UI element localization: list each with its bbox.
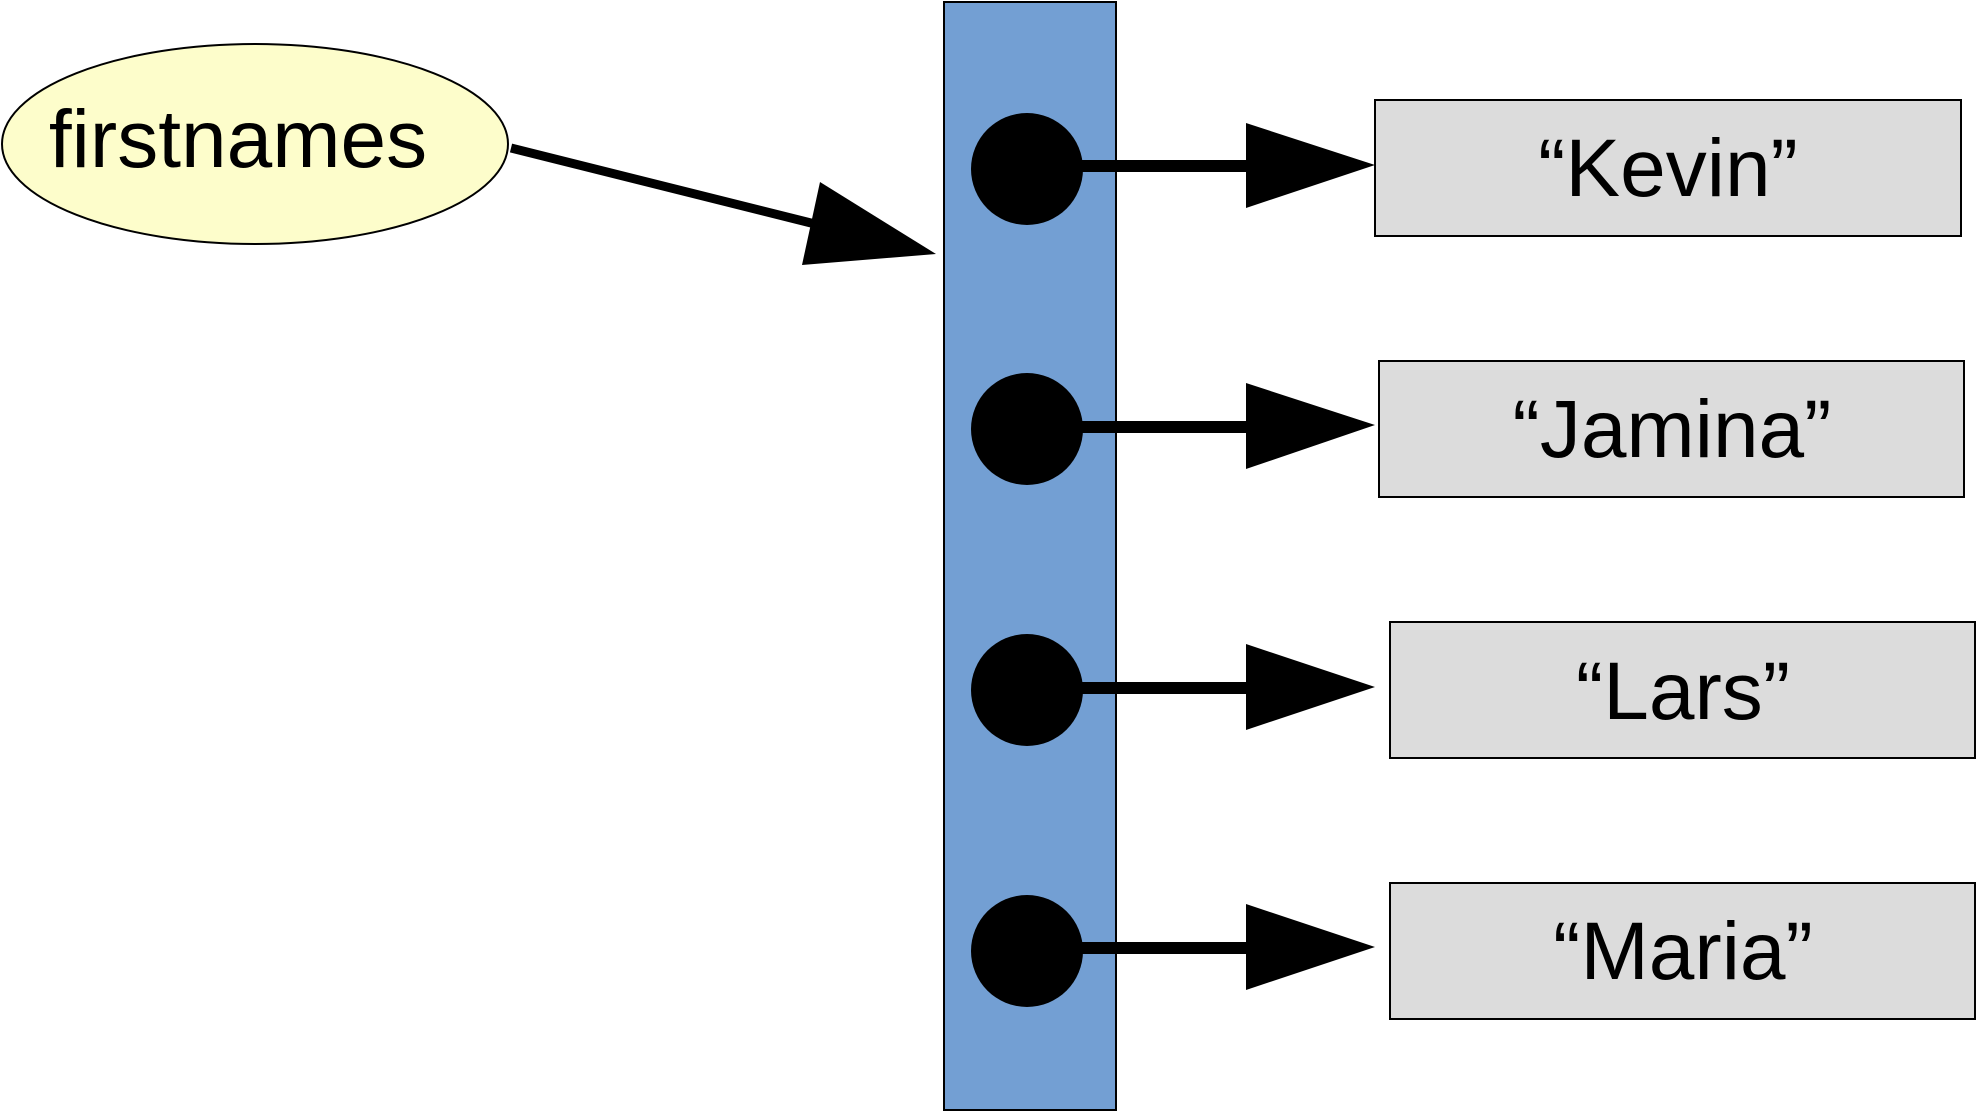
slot-dot: [971, 634, 1083, 746]
slot-dot: [971, 113, 1083, 225]
reference-arrow-head: [802, 182, 936, 265]
reference-arrow-shaft: [509, 143, 817, 229]
variable-label: firstnames: [49, 94, 427, 185]
element-box: [1374, 99, 1962, 237]
slot-dot: [971, 373, 1083, 485]
array-slot: “Kevin”: [971, 99, 1962, 237]
slot-arrow-head: [1246, 383, 1375, 469]
element-value: “Maria”: [1553, 906, 1813, 997]
array-slot: “Lars”: [971, 621, 1976, 759]
slot-arrow-head: [1246, 904, 1375, 990]
element-value: “Kevin”: [1538, 123, 1798, 214]
array-slot: “Jamina”: [971, 360, 1965, 498]
element-box: [1389, 621, 1976, 759]
element-value: “Jamina”: [1513, 384, 1832, 475]
element-box: [1378, 360, 1965, 498]
slot-arrow-head: [1246, 123, 1375, 208]
element-value: “Lars”: [1576, 646, 1790, 737]
variable-ellipse: [1, 43, 509, 245]
variable-node: firstnames: [1, 43, 509, 245]
slot-arrow-head: [1246, 644, 1375, 730]
array-slot: “Maria”: [971, 882, 1976, 1020]
slot-dot: [971, 895, 1083, 1007]
variable-to-array-arrow: [509, 143, 936, 265]
element-box: [1389, 882, 1976, 1020]
